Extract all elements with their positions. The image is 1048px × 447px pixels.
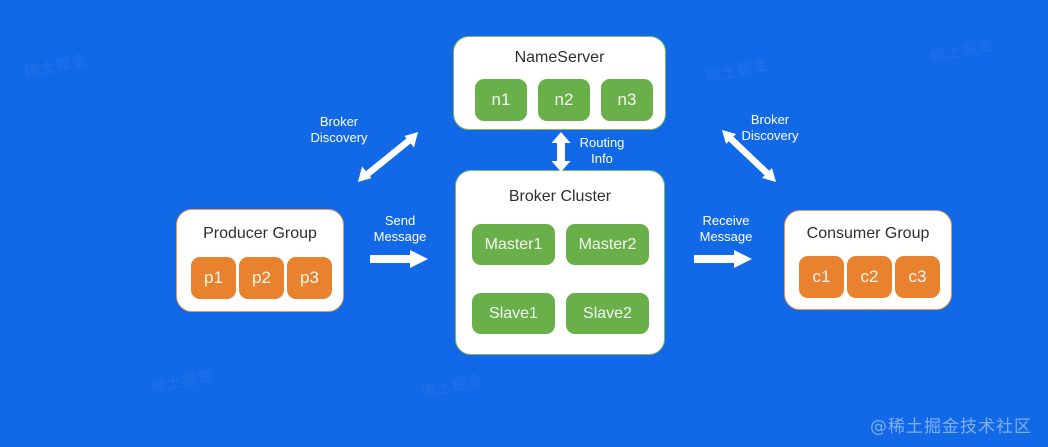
- connector-label-broker-discovery-left: Broker Discovery: [310, 114, 368, 145]
- panel-nameserver[interactable]: NameServer n1 n2 n3: [453, 36, 666, 130]
- node-n3[interactable]: n3: [601, 79, 653, 121]
- node-c2[interactable]: c2: [847, 256, 892, 298]
- node-master2[interactable]: Master2: [566, 224, 649, 265]
- panel-title-nameserver: NameServer: [514, 49, 605, 66]
- background-watermark: 稀土掘金: [23, 51, 90, 82]
- broker-discovery-left-arrow-icon: [358, 132, 418, 182]
- node-master1[interactable]: Master1: [472, 224, 555, 265]
- routing-info-arrow-icon: [551, 132, 571, 172]
- background-watermark: 稀土掘金: [704, 56, 771, 87]
- panel-title-producer-group: Producer Group: [203, 225, 317, 242]
- send-message-arrow-icon: [370, 250, 428, 268]
- panel-consumer-group[interactable]: Consumer Group c1 c2 c3: [784, 210, 952, 310]
- node-p3[interactable]: p3: [287, 257, 332, 299]
- node-c3[interactable]: c3: [895, 256, 940, 298]
- node-slave2[interactable]: Slave2: [566, 293, 649, 334]
- node-n1[interactable]: n1: [475, 79, 527, 121]
- panel-producer-group[interactable]: Producer Group p1 p2 p3: [176, 209, 344, 312]
- node-p2[interactable]: p2: [239, 257, 284, 299]
- background-watermark: 稀土掘金: [149, 366, 216, 397]
- panel-title-broker-cluster: Broker Cluster: [508, 188, 612, 205]
- background-watermark: 稀土掘金: [929, 36, 996, 67]
- node-c1[interactable]: c1: [799, 256, 844, 298]
- corner-watermark: @稀土掘金技术社区: [870, 417, 1032, 437]
- background-watermark: 稀土掘金: [419, 371, 486, 402]
- receive-message-arrow-icon: [694, 250, 752, 268]
- node-p1[interactable]: p1: [191, 257, 236, 299]
- node-n2[interactable]: n2: [538, 79, 590, 121]
- panel-title-consumer-group: Consumer Group: [806, 225, 930, 242]
- broker-discovery-right-arrow-icon: [722, 130, 776, 182]
- connector-label-receive-message: Receive Message: [699, 213, 753, 244]
- connector-label-broker-discovery-right: Broker Discovery: [741, 112, 799, 143]
- connector-label-routing-info: Routing Info: [579, 135, 625, 166]
- panel-broker-cluster[interactable]: Broker Cluster Master1 Master2 Slave1 Sl…: [455, 170, 665, 355]
- connector-label-send-message: Send Message: [373, 213, 427, 244]
- node-slave1[interactable]: Slave1: [472, 293, 555, 334]
